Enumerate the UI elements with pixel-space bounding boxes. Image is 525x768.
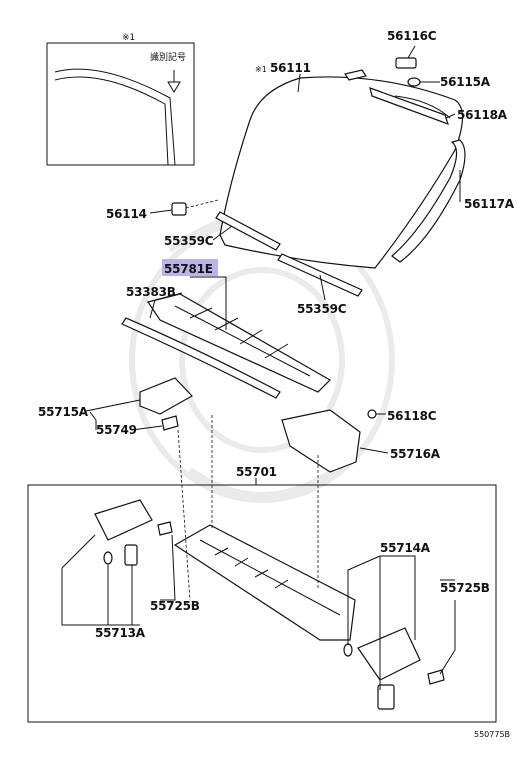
label-55725B-left[interactable]: 55725B xyxy=(150,599,200,613)
moulding-56118A xyxy=(369,87,449,125)
clip-56118C xyxy=(367,409,377,419)
moulding-56117A xyxy=(391,139,466,263)
label-56111-mark: ※1 xyxy=(255,65,267,74)
bracket-55716A xyxy=(281,409,361,473)
label-55713A[interactable]: 55713A xyxy=(95,626,146,640)
cowl-panel-55701 xyxy=(173,524,356,641)
label-56118C[interactable]: 56118C xyxy=(387,409,437,423)
label-56116C[interactable]: 56116C xyxy=(387,29,437,43)
seal-53383B xyxy=(121,317,281,399)
diagram-code: 550775B xyxy=(474,730,510,739)
bracket-55715A xyxy=(139,377,193,415)
clip-56114 xyxy=(171,202,187,216)
clip-55749 xyxy=(161,415,179,431)
label-55716A[interactable]: 55716A xyxy=(390,447,441,461)
label-55749[interactable]: 55749 xyxy=(96,423,137,437)
label-56111[interactable]: 56111 xyxy=(270,61,311,75)
brace-55714A xyxy=(357,627,421,681)
label-53383B[interactable]: 53383B xyxy=(126,285,176,299)
label-56114[interactable]: 56114 xyxy=(106,207,147,221)
label-56115A[interactable]: 56115A xyxy=(440,75,491,89)
label-55359C-a[interactable]: 55359C xyxy=(164,234,214,248)
brace-55714A-bracket xyxy=(377,684,395,710)
label-55725B-right[interactable]: 55725B xyxy=(440,581,490,595)
label-55781E[interactable]: 55781E xyxy=(164,262,213,276)
clip-56115A xyxy=(407,77,421,87)
label-55715A[interactable]: 55715A xyxy=(38,405,89,419)
label-55714A[interactable]: 55714A xyxy=(380,541,431,555)
clip-55713A xyxy=(103,551,113,565)
brace-55713A-bracket xyxy=(124,544,138,566)
inset-label: 識別記号 xyxy=(150,51,186,63)
clip-top xyxy=(344,69,367,81)
clip-55725B-left xyxy=(157,521,173,536)
label-56117A[interactable]: 56117A xyxy=(464,197,515,211)
weatherstrip-55359C-left xyxy=(215,211,281,251)
windshield-glass xyxy=(219,76,464,269)
label-55701[interactable]: 55701 xyxy=(236,465,277,479)
inset-mark: ※1 xyxy=(122,33,135,43)
brace-55713A xyxy=(94,499,153,541)
clip-56116C xyxy=(395,57,417,69)
lower-assembly-box xyxy=(27,484,497,723)
inset-detail xyxy=(46,42,195,166)
label-55359C-b[interactable]: 55359C xyxy=(297,302,347,316)
highlight-55781E xyxy=(162,259,218,276)
clip-55714A xyxy=(343,643,353,657)
label-56118A[interactable]: 56118A xyxy=(457,108,508,122)
